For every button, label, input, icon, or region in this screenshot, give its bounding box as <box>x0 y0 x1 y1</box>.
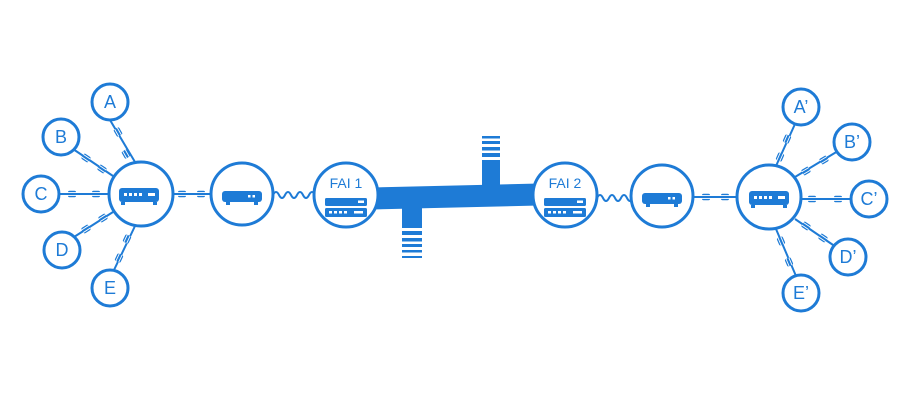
right-switch-node[interactable] <box>735 163 803 231</box>
right-modem-switch-link <box>693 193 737 201</box>
endpoint-E[interactable]: E <box>90 268 130 308</box>
left-modem-node[interactable] <box>209 161 275 227</box>
endpoint-D-prime-label: D’ <box>840 247 857 267</box>
isp2-node[interactable]: FAI 2 <box>531 161 599 229</box>
endpoint-B-label: B <box>55 127 67 147</box>
internet-backbone <box>350 160 560 228</box>
right-modem-node[interactable] <box>629 163 695 229</box>
backbone-top-stripes <box>482 136 500 157</box>
endpoint-B-prime-label: B’ <box>844 132 860 152</box>
endpoint-B[interactable]: B <box>41 117 81 157</box>
endpoint-C-prime-label: C’ <box>861 189 878 209</box>
endpoint-A[interactable]: A <box>90 82 130 122</box>
endpoint-E-prime[interactable]: E’ <box>781 273 821 313</box>
endpoint-D[interactable]: D <box>42 230 82 270</box>
endpoint-A-prime-label: A’ <box>794 97 809 117</box>
isp1-label: FAI 1 <box>330 175 363 191</box>
right-coil-link <box>596 194 634 202</box>
left-switch-modem-link <box>173 190 211 198</box>
endpoint-B-prime[interactable]: B’ <box>832 122 872 162</box>
endpoint-D-label: D <box>56 240 69 260</box>
endpoint-C-label: C <box>35 184 48 204</box>
endpoint-A-prime[interactable]: A’ <box>781 87 821 127</box>
endpoint-E-label: E <box>104 278 116 298</box>
endpoint-A-label: A <box>104 92 116 112</box>
isp1-node[interactable]: FAI 1 <box>312 161 380 229</box>
left-switch-node[interactable] <box>107 160 175 228</box>
isp2-label: FAI 2 <box>549 175 582 191</box>
endpoint-C-prime[interactable]: C’ <box>849 179 889 219</box>
endpoint-E-prime-label: E’ <box>793 283 809 303</box>
endpoint-C[interactable]: C <box>21 174 61 214</box>
endpoint-D-prime[interactable]: D’ <box>828 237 868 277</box>
backbone-bottom-stripes <box>402 231 422 258</box>
